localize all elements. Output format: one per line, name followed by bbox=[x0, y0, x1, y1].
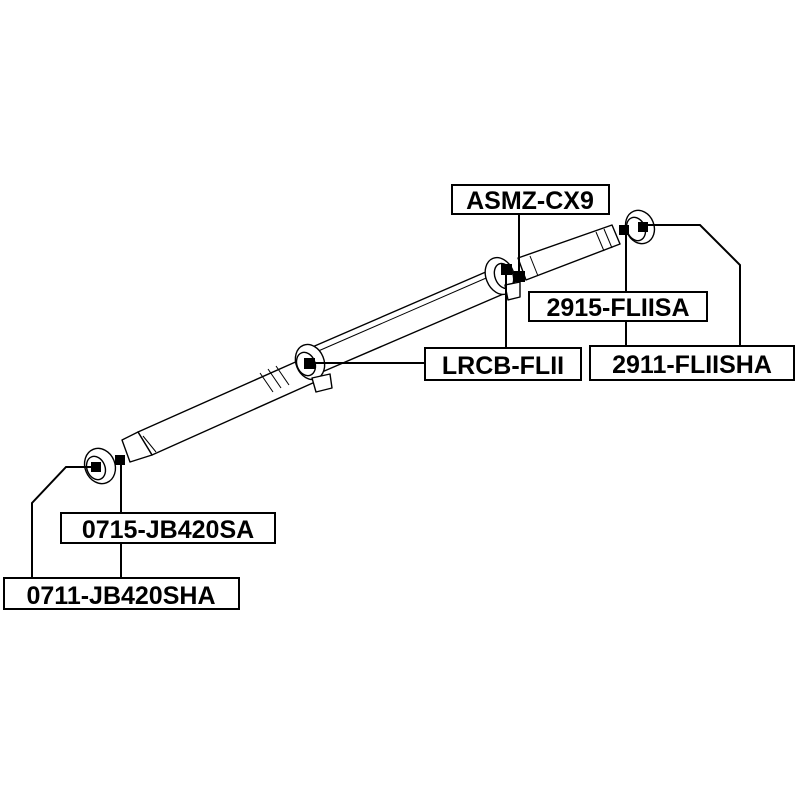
center-support-marker-2 bbox=[514, 271, 525, 282]
label-0711: 0711-JB420SHA bbox=[3, 577, 240, 610]
propeller-shaft bbox=[83, 209, 656, 485]
center-support-assembly bbox=[484, 256, 525, 301]
label-lrcb: LRCB-FLII bbox=[424, 347, 582, 381]
label-0715-text: 0715-JB420SA bbox=[82, 516, 254, 544]
center-bearing-marker bbox=[304, 358, 315, 369]
label-0711-text: 0711-JB420SHA bbox=[26, 582, 215, 610]
label-asmz: ASMZ-CX9 bbox=[451, 184, 610, 215]
label-2915-text: 2915-FLIISA bbox=[546, 294, 689, 322]
front-joint-assembly bbox=[83, 447, 125, 485]
label-0715: 0715-JB420SA bbox=[60, 512, 276, 544]
front-tube-taper bbox=[121, 431, 153, 463]
label-2915: 2915-FLIISA bbox=[528, 291, 708, 322]
rear-joint-marker bbox=[619, 225, 629, 235]
front-flange-marker bbox=[91, 462, 101, 472]
leader-front-flange bbox=[31, 466, 95, 578]
label-2911: 2911-FLIISHA bbox=[589, 345, 795, 381]
center-support-marker bbox=[501, 264, 512, 275]
rear-tube bbox=[517, 224, 621, 281]
leader-rear-flange bbox=[645, 224, 741, 346]
rear-joint-assembly bbox=[619, 209, 656, 245]
rear-flange-marker bbox=[638, 222, 648, 232]
label-2911-text: 2911-FLIISHA bbox=[612, 351, 772, 379]
label-lrcb-text: LRCB-FLII bbox=[442, 352, 564, 380]
front-joint-marker bbox=[115, 455, 125, 465]
label-asmz-text: ASMZ-CX9 bbox=[466, 187, 594, 215]
front-tube bbox=[137, 359, 316, 456]
